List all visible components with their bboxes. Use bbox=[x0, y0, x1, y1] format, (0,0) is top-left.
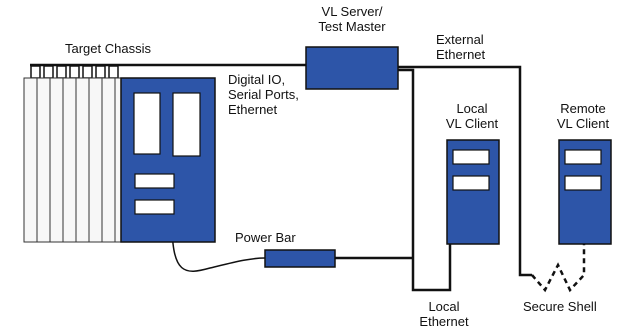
slot-connector bbox=[82, 65, 93, 79]
digital-io-label: Digital IO, Serial Ports, Ethernet bbox=[228, 72, 299, 117]
slot-connector bbox=[56, 65, 67, 79]
vl-server-label: VL Server/ Test Master bbox=[300, 4, 404, 34]
local-ethernet-label-line1: Local bbox=[428, 299, 460, 314]
local-ethernet-line bbox=[398, 68, 452, 292]
chassis-card bbox=[62, 77, 77, 243]
remote-vl-client-label-line2: VL Client bbox=[556, 116, 610, 131]
digital-io-label-line3: Ethernet bbox=[228, 102, 278, 117]
secure-shell-label: Secure Shell bbox=[523, 299, 597, 314]
local-ethernet-label: Local Ethernet bbox=[412, 299, 476, 329]
remote-vl-client-label: Remote VL Client bbox=[545, 101, 621, 131]
local-vl-client-label-line2: VL Client bbox=[445, 116, 499, 131]
vl-server-label-line1: VL Server/ bbox=[321, 4, 383, 19]
local-vl-client-label-line1: Local bbox=[456, 101, 488, 116]
slot-connector bbox=[30, 65, 41, 79]
vl-server-label-line2: Test Master bbox=[318, 19, 386, 34]
digital-io-label-line1: Digital IO, bbox=[228, 72, 286, 87]
slot-connector bbox=[108, 65, 119, 79]
local-vl-client-label: Local VL Client bbox=[432, 101, 512, 131]
chassis-card bbox=[88, 77, 103, 243]
controller-port bbox=[134, 173, 175, 189]
external-ethernet-label: External Ethernet bbox=[436, 32, 485, 62]
remote-vl-client-label-line1: Remote bbox=[560, 101, 606, 116]
external-ethernet-label-line2: Ethernet bbox=[436, 47, 486, 62]
chassis-card bbox=[75, 77, 90, 243]
slot-connector bbox=[43, 65, 54, 79]
chassis-card bbox=[101, 77, 116, 243]
target-controller bbox=[120, 77, 216, 243]
controller-port bbox=[134, 199, 175, 215]
remote-client-drive bbox=[564, 149, 602, 165]
local-client-drive bbox=[452, 175, 490, 191]
chassis-card bbox=[36, 77, 51, 243]
remote-vl-client bbox=[558, 139, 612, 245]
power-bar bbox=[264, 249, 336, 268]
vl-server-box bbox=[305, 46, 399, 90]
power-bar-label: Power Bar bbox=[235, 230, 296, 245]
local-vl-client bbox=[446, 139, 500, 245]
chassis-card bbox=[114, 77, 122, 243]
target-chassis-cards bbox=[23, 77, 122, 243]
remote-client-drive bbox=[564, 175, 602, 191]
local-client-drive bbox=[452, 149, 490, 165]
power-cable bbox=[171, 221, 266, 272]
external-ethernet-line bbox=[398, 65, 532, 277]
slot-connector bbox=[95, 65, 106, 79]
external-ethernet-label-line1: External bbox=[436, 32, 484, 47]
local-ethernet-label-line2: Ethernet bbox=[419, 314, 469, 329]
chassis-card bbox=[23, 77, 38, 243]
chassis-card bbox=[49, 77, 64, 243]
slot-connector bbox=[69, 65, 80, 79]
controller-panel bbox=[172, 92, 201, 157]
target-chassis-label: Target Chassis bbox=[65, 41, 151, 56]
secure-shell-line bbox=[531, 243, 586, 293]
slot-connectors bbox=[30, 65, 119, 79]
connection-lines bbox=[30, 63, 586, 293]
controller-panel bbox=[133, 92, 161, 155]
digital-io-label-line2: Serial Ports, bbox=[228, 87, 299, 102]
